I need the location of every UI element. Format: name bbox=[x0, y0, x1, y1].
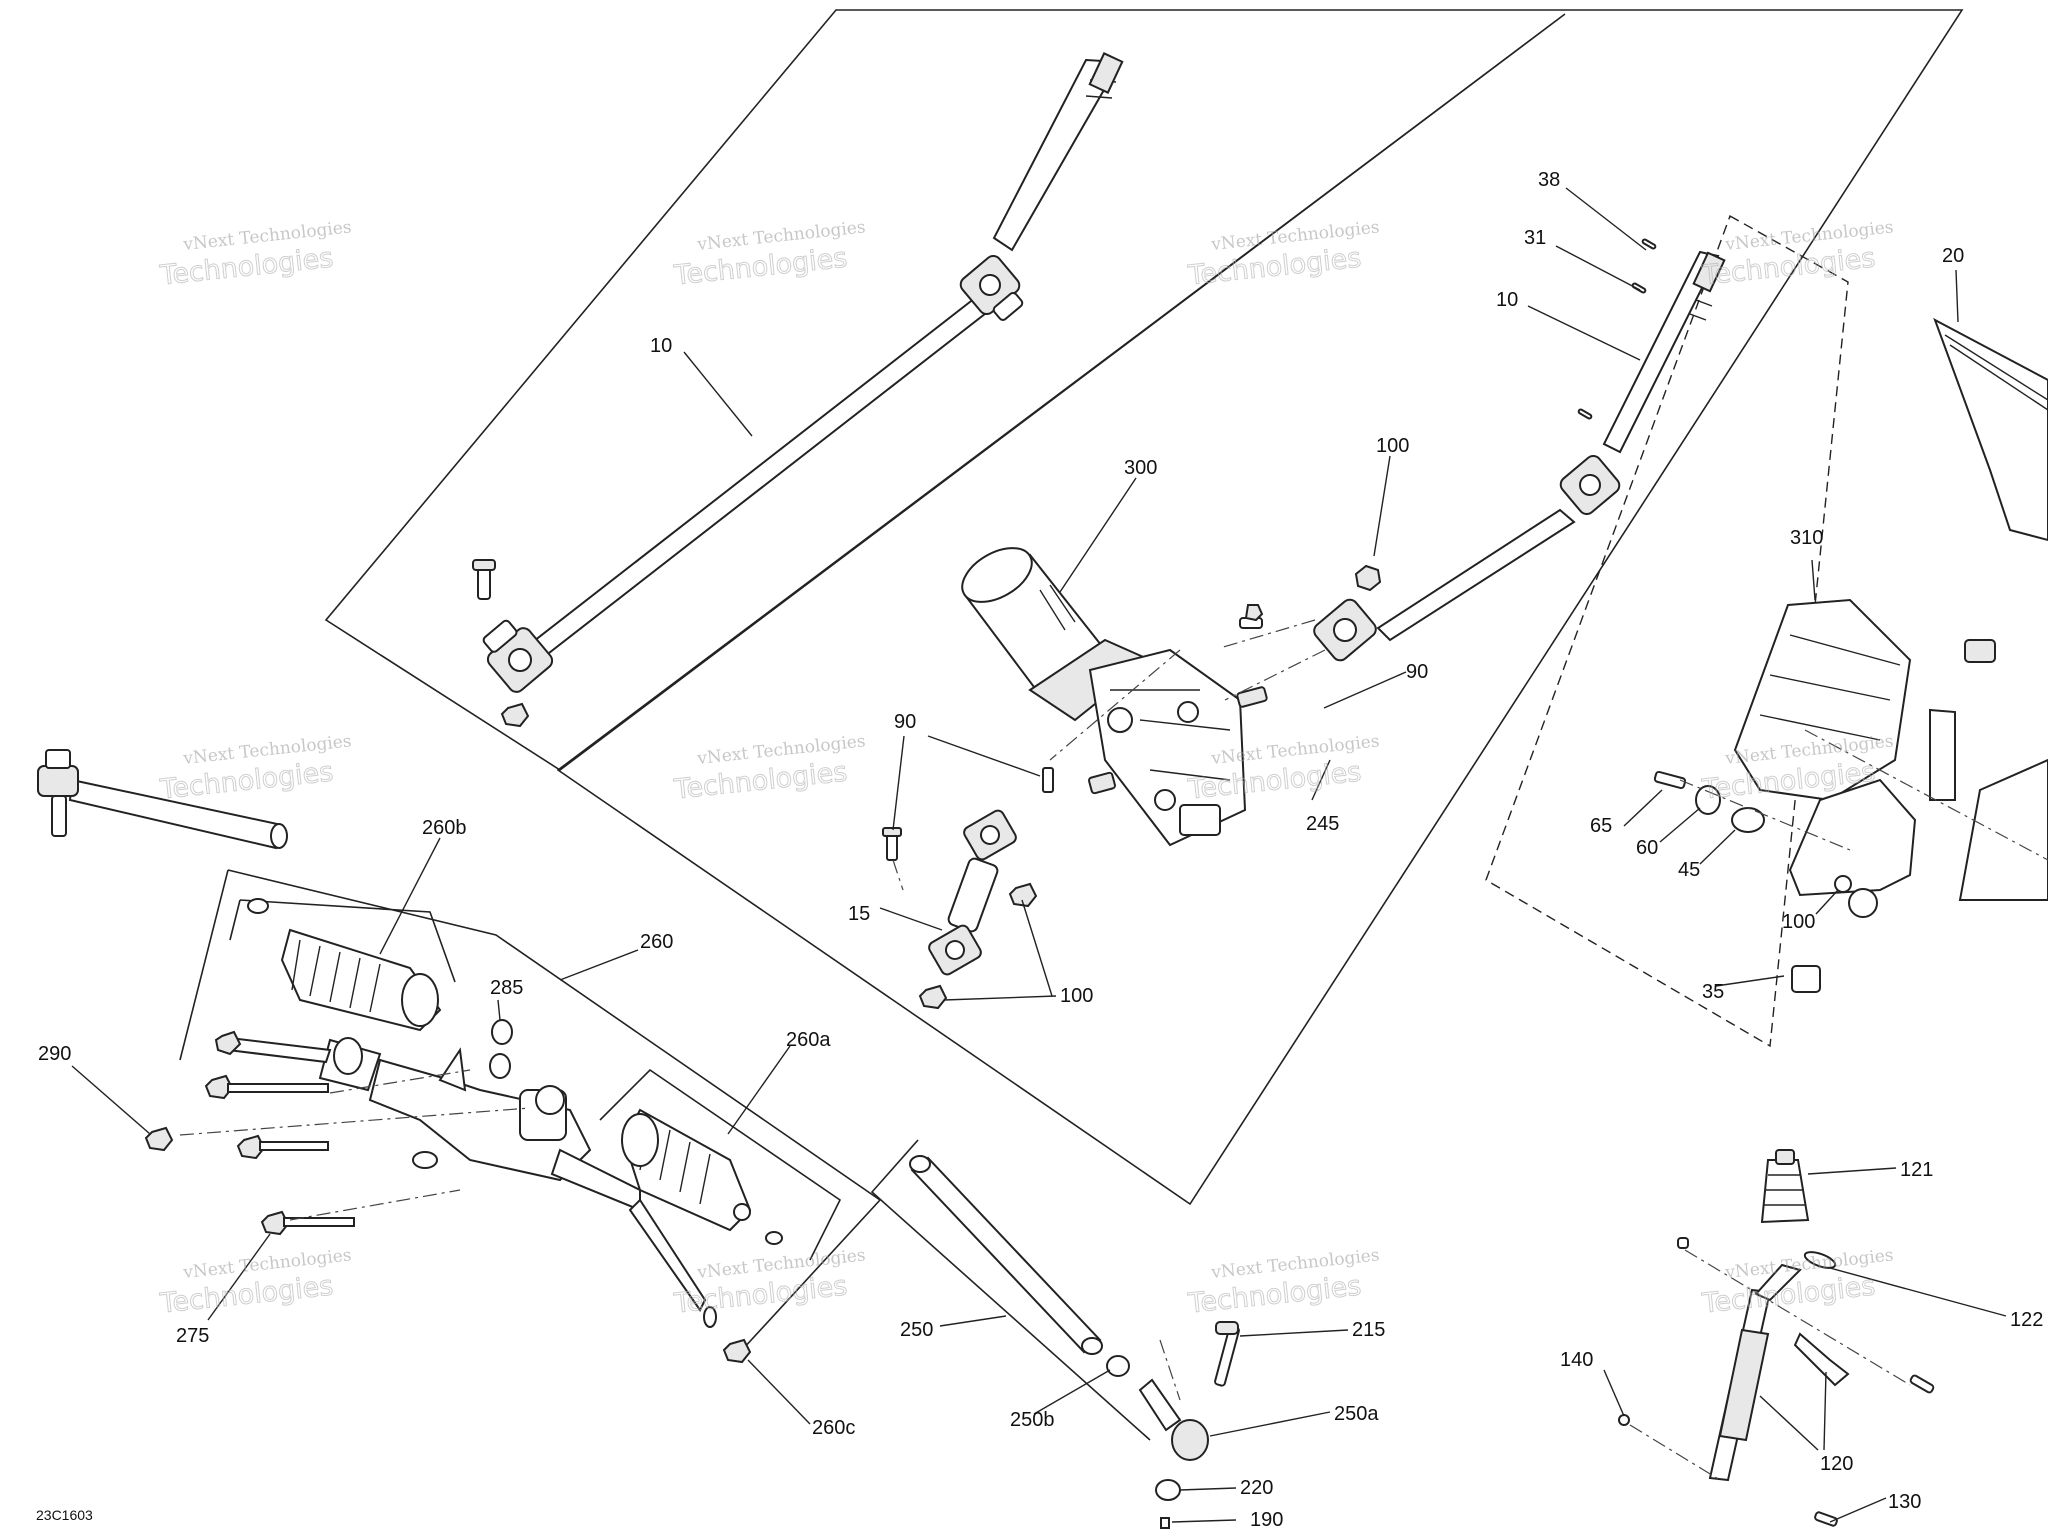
rack-boot-260a bbox=[621, 1108, 783, 1245]
tie-rod-left bbox=[37, 749, 288, 850]
watermark: vNext Technologies Technologies bbox=[1185, 217, 1380, 292]
label-100a: 100 bbox=[1376, 435, 1409, 457]
label-10a: 10 bbox=[650, 335, 672, 357]
boot-260a-frame bbox=[599, 1068, 842, 1261]
drawing-code: 23C1603 bbox=[36, 1507, 93, 1523]
lower-u-joint-15 bbox=[882, 767, 1054, 1010]
steering-column-dashed-frame bbox=[1485, 214, 1849, 1048]
column-bracket bbox=[1788, 758, 2048, 918]
watermark: vNext Technologies Technologies bbox=[1699, 1245, 1894, 1320]
label-65: 65 bbox=[1590, 815, 1612, 837]
label-215: 215 bbox=[1352, 1319, 1385, 1341]
part-labels: 10 38 31 10 20 300 100 310 90 90 245 65 … bbox=[38, 169, 2043, 1531]
label-122: 122 bbox=[2010, 1309, 2043, 1331]
bracket-hardware bbox=[1653, 770, 1852, 993]
rack-boot-260b bbox=[247, 898, 442, 1032]
label-15: 15 bbox=[848, 903, 870, 925]
watermark: vNext Technologies Technologies bbox=[1699, 217, 1894, 292]
label-90b: 90 bbox=[1406, 661, 1428, 683]
steering-column-20 bbox=[1929, 317, 2048, 801]
watermark: vNext Technologies Technologies bbox=[157, 1245, 352, 1320]
label-260c: 260c bbox=[812, 1417, 855, 1439]
label-250a: 250a bbox=[1334, 1403, 1379, 1425]
label-290: 290 bbox=[38, 1043, 71, 1065]
label-310: 310 bbox=[1790, 527, 1823, 549]
intermediate-shaft-10 bbox=[472, 52, 1124, 728]
label-300: 300 bbox=[1124, 457, 1157, 479]
label-121: 121 bbox=[1900, 1159, 1933, 1181]
tie-rod-frame bbox=[870, 1139, 1151, 1441]
label-245: 245 bbox=[1306, 813, 1339, 835]
label-130: 130 bbox=[1888, 1491, 1921, 1513]
label-100b: 100 bbox=[1782, 911, 1815, 933]
watermark: vNext Technologies Technologies bbox=[671, 217, 866, 292]
label-190: 190 bbox=[1250, 1509, 1283, 1531]
upper-steering-shaft-10 bbox=[1313, 238, 1726, 662]
tie-rod-250 bbox=[909, 1155, 1240, 1529]
upper-assembly-frame bbox=[324, 9, 1964, 1206]
steering-rack-260 bbox=[214, 1030, 717, 1328]
leader-lines bbox=[71, 187, 2007, 1523]
label-140: 140 bbox=[1560, 1349, 1593, 1371]
label-20: 20 bbox=[1942, 245, 1964, 267]
rack-assembly-frame bbox=[227, 869, 882, 1351]
rack-bolts bbox=[144, 1019, 513, 1236]
label-100c: 100 bbox=[1060, 985, 1093, 1007]
watermark: vNext Technologies Technologies bbox=[671, 731, 866, 806]
label-10b: 10 bbox=[1496, 289, 1518, 311]
boot-260b-frame bbox=[239, 899, 456, 983]
label-120: 120 bbox=[1820, 1453, 1853, 1475]
label-31: 31 bbox=[1524, 227, 1546, 249]
watermark: vNext Technologies Technologies bbox=[157, 731, 352, 806]
column-cover-310 bbox=[1733, 598, 1912, 802]
label-250b: 250b bbox=[1010, 1409, 1055, 1431]
watermark: vNext Technologies Technologies bbox=[1185, 1245, 1380, 1320]
label-90a: 90 bbox=[894, 711, 916, 733]
label-285: 285 bbox=[490, 977, 523, 999]
lower-column-120 bbox=[1618, 1149, 1935, 1527]
power-steering-unit-300 bbox=[961, 547, 1268, 847]
watermark: vNext Technologies Technologies bbox=[157, 217, 352, 292]
label-260a: 260a bbox=[786, 1029, 831, 1051]
nut-260c bbox=[722, 1338, 752, 1364]
label-260b: 260b bbox=[422, 817, 467, 839]
label-35: 35 bbox=[1702, 981, 1724, 1003]
watermark: vNext Technologies Technologies bbox=[671, 1245, 866, 1320]
label-260: 260 bbox=[640, 931, 673, 953]
label-275: 275 bbox=[176, 1325, 209, 1347]
label-45: 45 bbox=[1678, 859, 1700, 881]
label-250: 250 bbox=[900, 1319, 933, 1341]
label-60: 60 bbox=[1636, 837, 1658, 859]
label-220: 220 bbox=[1240, 1477, 1273, 1499]
label-38: 38 bbox=[1538, 169, 1560, 191]
